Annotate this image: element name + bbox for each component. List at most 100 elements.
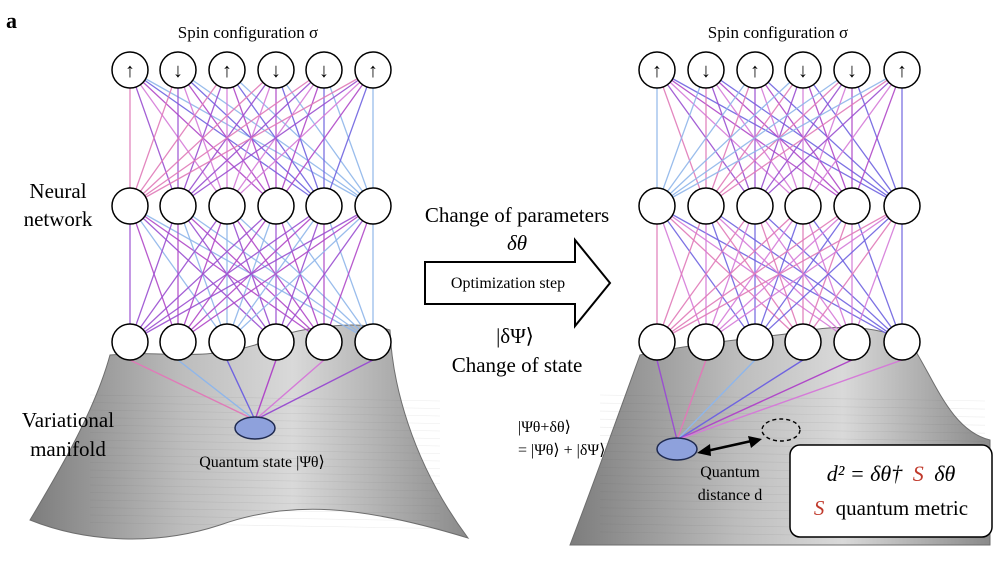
spin-node (305, 51, 343, 89)
connection (226, 69, 374, 207)
connection (802, 69, 853, 207)
projection-line (129, 359, 256, 421)
manifold-texture (89, 394, 441, 529)
quantum-metric-caption: S quantum metric (814, 496, 968, 520)
texture-line (89, 484, 441, 492)
previous-state-dashed-marker (761, 418, 801, 442)
texture-line (89, 499, 441, 507)
quantum-metric-box (789, 444, 993, 538)
spin-down-icon: ↓ (271, 60, 281, 82)
connection (129, 205, 228, 343)
projection-line (676, 359, 756, 441)
spin-up-icon: ↑ (652, 60, 662, 82)
output-neuron (305, 323, 343, 361)
hidden-neuron (354, 187, 392, 225)
connection (802, 205, 903, 343)
connection (656, 69, 707, 207)
spin-node (687, 51, 725, 89)
connection (705, 205, 903, 343)
connection (129, 205, 277, 343)
connection (851, 205, 903, 343)
projection-line (676, 359, 707, 441)
output-layer (111, 323, 392, 361)
variational-manifold-label-line2: manifold (30, 437, 106, 461)
network-connections (656, 69, 903, 441)
connection (129, 69, 228, 207)
change-of-parameters-label: Change of parameters (425, 203, 609, 227)
spin-down-icon: ↓ (701, 60, 711, 82)
hidden-neuron (736, 187, 774, 225)
hidden-neuron (833, 187, 871, 225)
spin-down-icon: ↓ (173, 60, 183, 82)
texture-line (599, 434, 986, 442)
updated-state-marker (656, 437, 698, 461)
output-neuron (687, 323, 725, 361)
hidden-neuron (784, 187, 822, 225)
network-connections (129, 69, 374, 421)
connection (129, 69, 374, 207)
panel-label: a (6, 8, 17, 33)
projection-line (177, 359, 256, 421)
spin-up-icon: ↑ (897, 60, 907, 82)
projection-line (226, 359, 256, 421)
spin-up-icon: ↑ (368, 60, 378, 82)
connection (129, 69, 325, 207)
spin-row: ↑↓↑↓↓↑ (638, 51, 921, 89)
texture-line (89, 402, 441, 409)
connection (754, 205, 903, 343)
projection-line (676, 359, 804, 441)
metric-text: quantum metric (836, 496, 968, 520)
connection (656, 69, 853, 207)
projection-line (676, 359, 903, 441)
connection (177, 69, 374, 207)
new-state-label-line1: |Ψθ+δθ⟩ (518, 419, 571, 436)
right-panel: Spin configuration σ ↑↓↑↓↓↑ |Ψθ+δθ⟩ = |Ψ… (518, 23, 993, 546)
optimization-arrow (424, 237, 612, 329)
connection (656, 205, 707, 343)
connection (656, 205, 853, 343)
connection (177, 205, 374, 343)
connection (656, 205, 756, 343)
texture-line (89, 447, 441, 454)
hidden-neuron (687, 187, 725, 225)
quantum-distance-label-line1: Quantum (700, 464, 760, 481)
connection (656, 69, 756, 207)
texture-line (89, 454, 441, 462)
spin-configuration-title: Spin configuration σ (708, 23, 848, 42)
texture-line (89, 462, 441, 469)
output-neuron (736, 323, 774, 361)
texture-line (599, 402, 986, 410)
hidden-layer (111, 187, 392, 225)
texture-line (89, 394, 441, 402)
output-neuron (638, 323, 676, 361)
output-neuron (833, 323, 871, 361)
distance-arrowhead-left (697, 444, 711, 456)
output-neuron (784, 323, 822, 361)
quantum-state-marker (234, 416, 276, 440)
hidden-neuron (257, 187, 295, 225)
neural-network-label-line1: Neural (29, 179, 86, 203)
equation-rhs: δθ (934, 461, 955, 486)
connection (656, 205, 903, 343)
equation-lhs: d² = δθ† (827, 461, 903, 486)
hidden-neuron (305, 187, 343, 225)
texture-line (89, 514, 441, 522)
texture-line (599, 426, 986, 434)
connection (656, 69, 804, 207)
connection (705, 69, 903, 207)
hidden-neuron (208, 187, 246, 225)
spin-node (784, 51, 822, 89)
output-neuron (257, 323, 295, 361)
connection (802, 69, 903, 207)
spin-node (638, 51, 676, 89)
distance-equation: d² = δθ† S δθ (827, 461, 956, 486)
texture-line (599, 410, 986, 418)
connection (275, 205, 374, 343)
texture-line (89, 492, 441, 499)
spin-down-icon: ↓ (847, 60, 857, 82)
spin-node (833, 51, 871, 89)
texture-line (89, 439, 441, 447)
connection (129, 205, 374, 343)
texture-line (599, 418, 986, 426)
